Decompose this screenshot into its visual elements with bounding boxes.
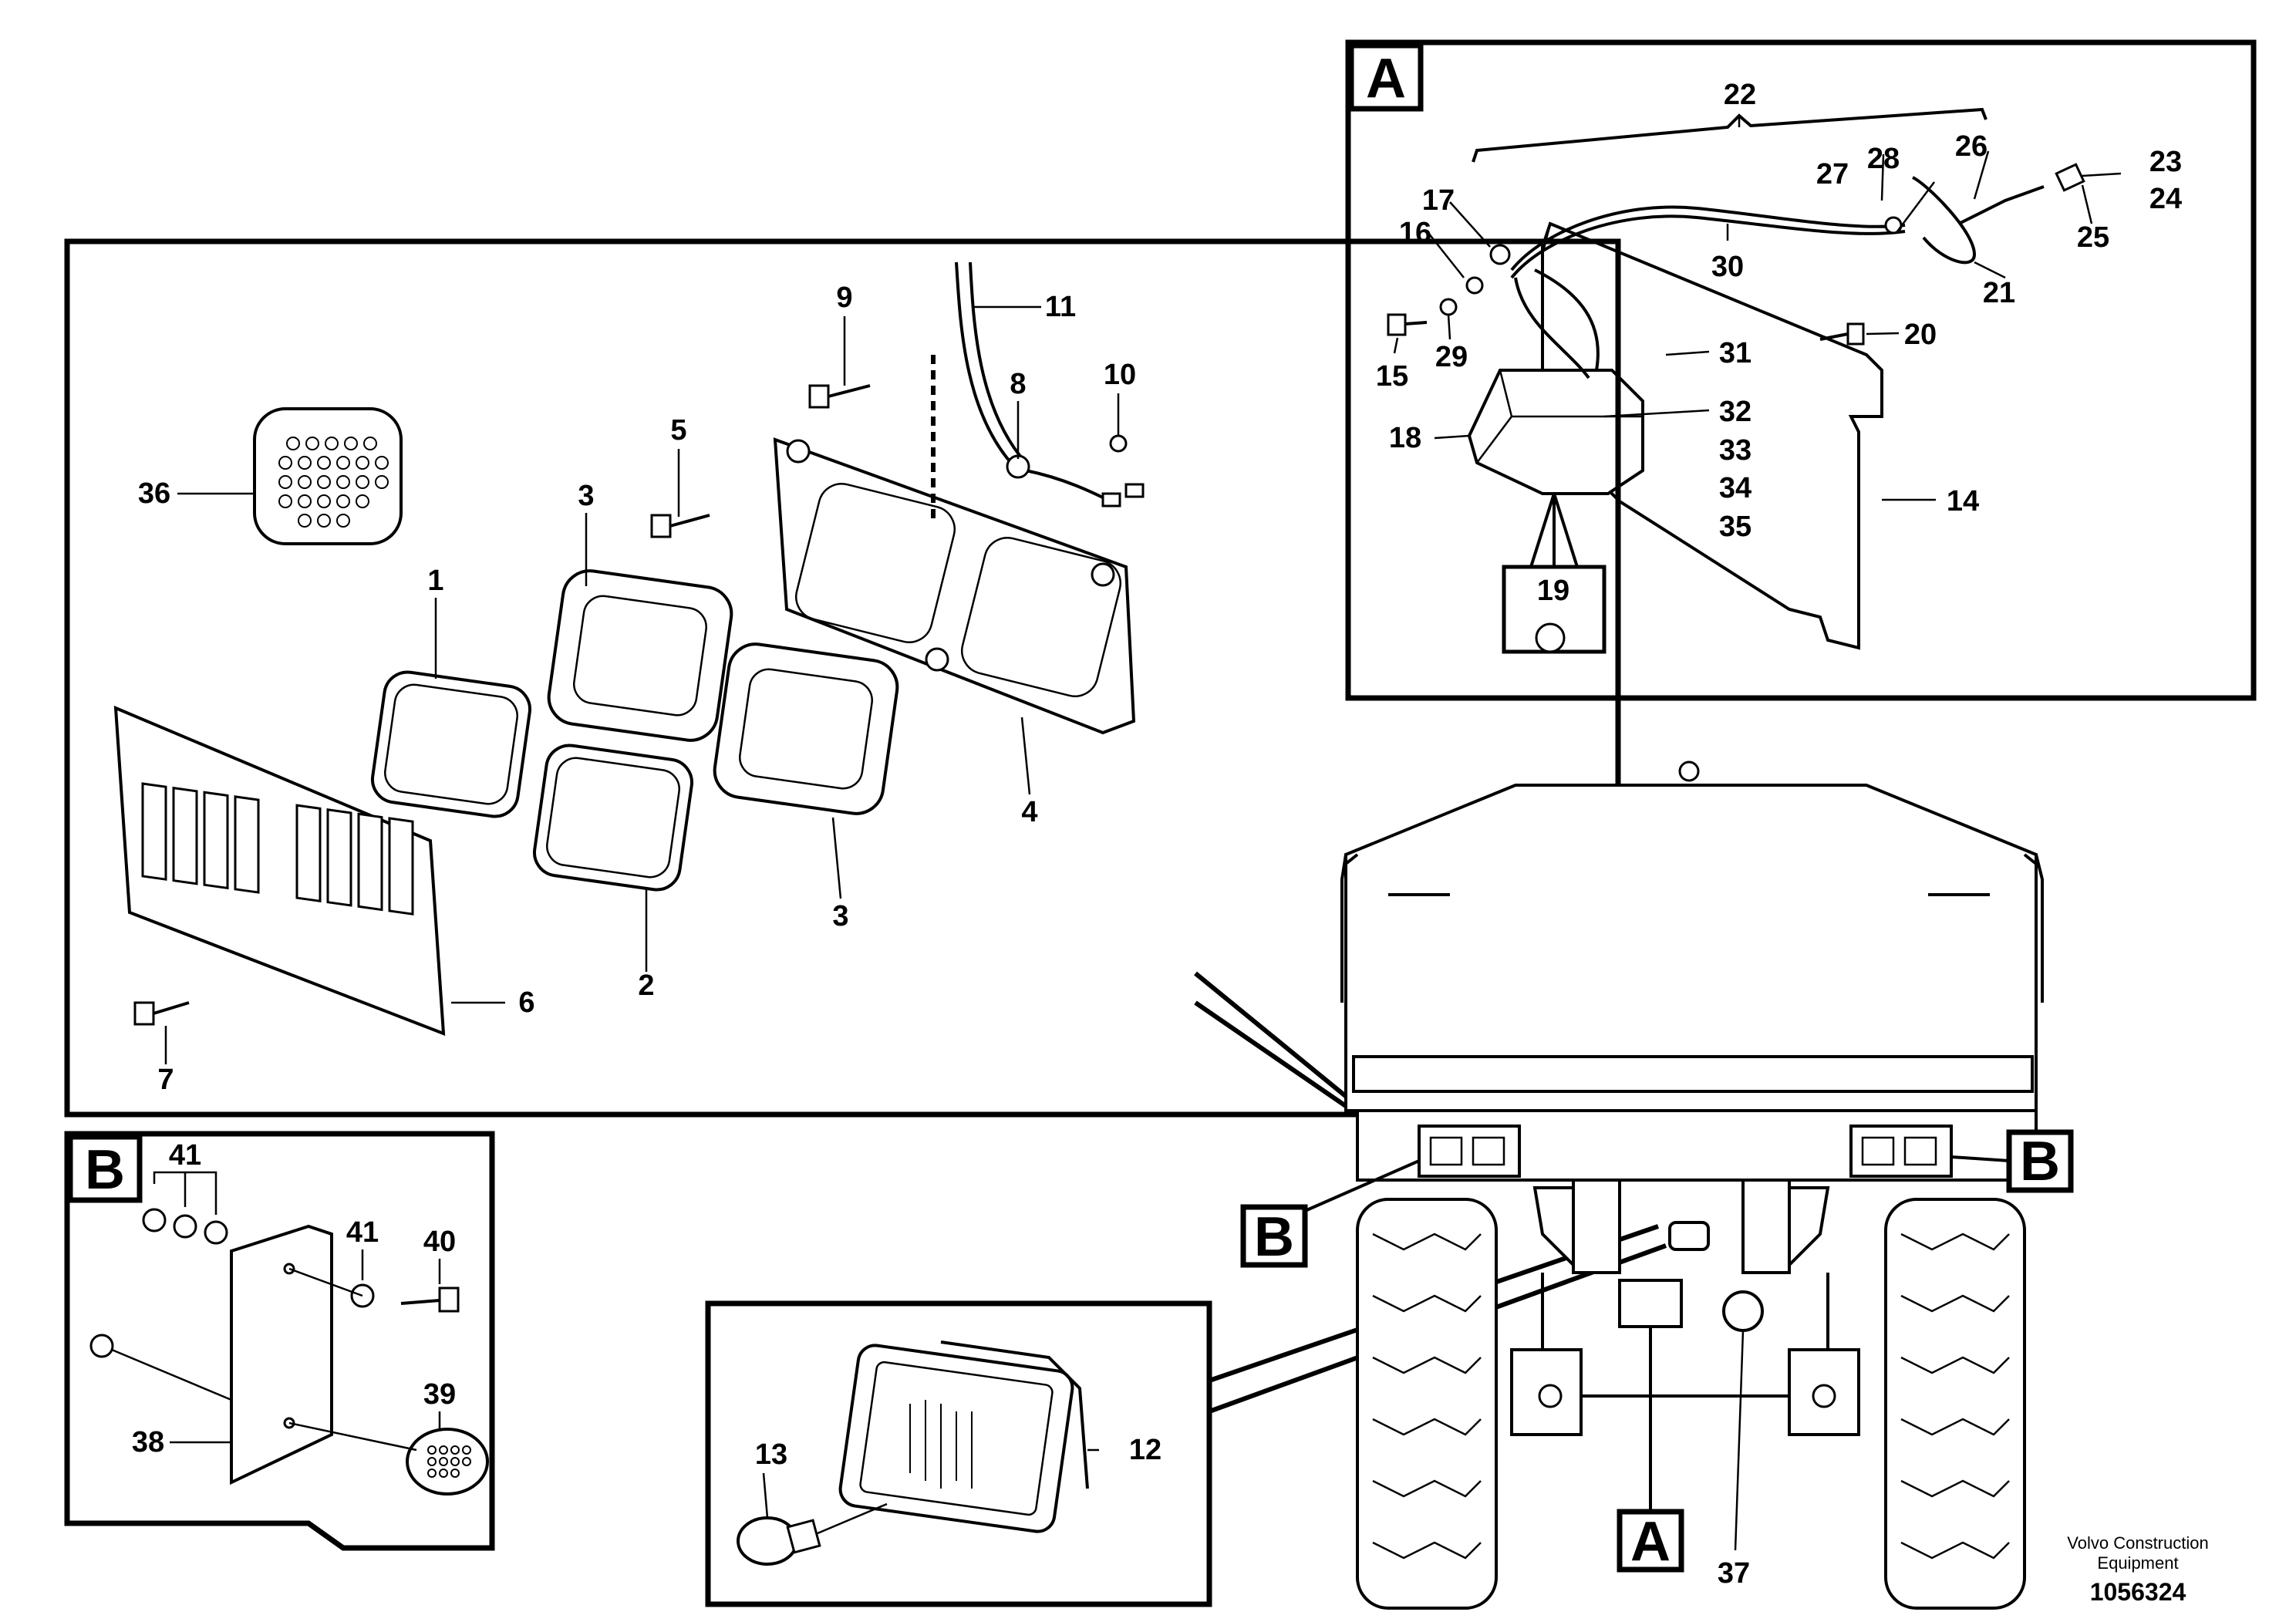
grommet-17 bbox=[1489, 244, 1511, 265]
screw-15 bbox=[1387, 313, 1407, 336]
callout-13: 13 bbox=[755, 1438, 787, 1471]
callout-30: 30 bbox=[1711, 251, 1744, 283]
callout-39: 39 bbox=[423, 1378, 456, 1411]
callout-17: 17 bbox=[1422, 184, 1455, 217]
tail-lamp-right bbox=[1849, 1125, 1953, 1178]
tail-lamp-panel: 36 1 3 5 9 8 10 11 4 3 2 6 7 bbox=[64, 238, 1621, 1132]
detail-b-marker-left: B bbox=[1254, 1206, 1294, 1268]
gasket-3-upper bbox=[547, 569, 733, 742]
callout-14: 14 bbox=[1947, 485, 1979, 518]
tread-right bbox=[1900, 1233, 2010, 1560]
clip-8 bbox=[1006, 454, 1030, 479]
callout-38: 38 bbox=[132, 1426, 164, 1458]
callout-6: 6 bbox=[518, 986, 534, 1019]
front-grille-plate-6 bbox=[113, 705, 446, 1036]
work-lamp-housing bbox=[1618, 1279, 1683, 1328]
callout-33: 33 bbox=[1719, 434, 1752, 467]
callout-7: 7 bbox=[157, 1064, 174, 1096]
screw-5 bbox=[650, 514, 672, 538]
callout-22: 22 bbox=[1724, 79, 1756, 111]
lens-2 bbox=[532, 744, 694, 892]
callout-15: 15 bbox=[1376, 360, 1408, 393]
callout-18: 18 bbox=[1389, 422, 1421, 454]
callout-9: 9 bbox=[836, 282, 852, 314]
washer-41-2 bbox=[173, 1214, 197, 1239]
callout-41-right: 41 bbox=[346, 1216, 379, 1249]
detail-a-panel: A bbox=[1345, 39, 2257, 701]
drawing-credits: Volvo Construction Equipment 1056324 bbox=[2067, 1533, 2208, 1606]
detail-b-label: B bbox=[85, 1139, 125, 1201]
callout-24: 24 bbox=[2149, 183, 2182, 215]
bulb-13 bbox=[737, 1516, 798, 1566]
callout-23: 23 bbox=[2149, 146, 2182, 178]
screw-20 bbox=[1846, 322, 1865, 346]
callout-21: 21 bbox=[1983, 277, 2015, 309]
lens-1 bbox=[370, 670, 532, 818]
machine-rear-view: B B A 37 bbox=[1240, 760, 2074, 1610]
callout-25: 25 bbox=[2077, 221, 2109, 254]
callout-19: 19 bbox=[1537, 575, 1569, 607]
callout-36: 36 bbox=[138, 477, 170, 510]
screw-9 bbox=[808, 384, 830, 409]
callout-26: 26 bbox=[1955, 130, 1988, 163]
callout-27: 27 bbox=[1816, 158, 1849, 191]
grille-slots bbox=[141, 782, 414, 916]
bolt-40 bbox=[438, 1286, 460, 1313]
callout-3-lower: 3 bbox=[832, 900, 848, 932]
cable-30 bbox=[1510, 205, 1906, 271]
callout-29: 29 bbox=[1435, 341, 1468, 373]
grille-holes bbox=[278, 437, 389, 528]
callout-31: 31 bbox=[1719, 337, 1752, 369]
callout-34: 34 bbox=[1719, 472, 1752, 504]
credit-line-1: Volvo Construction bbox=[2067, 1533, 2208, 1553]
callout-16: 16 bbox=[1399, 217, 1431, 249]
callout-2: 2 bbox=[638, 969, 654, 1002]
mounting-plate-4 bbox=[773, 437, 1136, 735]
callout-5: 5 bbox=[670, 414, 686, 447]
callout-28: 28 bbox=[1867, 143, 1900, 175]
callout-12: 12 bbox=[1129, 1434, 1161, 1466]
wheel-left bbox=[1356, 1198, 1498, 1610]
callout-32: 32 bbox=[1719, 396, 1752, 428]
detail-b-marker-right: B bbox=[2020, 1131, 2060, 1192]
detail-b-panel: B 41 41 40 39 bbox=[64, 1131, 495, 1551]
nut-10 bbox=[1109, 434, 1128, 453]
cable-11 bbox=[955, 261, 1020, 472]
washer-41-3 bbox=[204, 1220, 228, 1245]
tread-left bbox=[1372, 1233, 1482, 1560]
tail-lamp-left bbox=[1418, 1125, 1521, 1178]
connector-23 bbox=[2055, 163, 2085, 192]
detail-a-marker: A bbox=[1630, 1511, 1671, 1573]
callout-41-left: 41 bbox=[169, 1139, 201, 1172]
reflector-bracket-38 bbox=[230, 1224, 333, 1485]
washer-41-1 bbox=[142, 1208, 167, 1233]
bulb-19 bbox=[1535, 622, 1566, 653]
detail-a-label: A bbox=[1366, 48, 1406, 110]
callout-35: 35 bbox=[1719, 511, 1752, 543]
callout-11: 11 bbox=[1045, 291, 1076, 323]
drawing-number: 1056324 bbox=[2090, 1578, 2186, 1606]
callout-4: 4 bbox=[1021, 796, 1037, 828]
wheel-right bbox=[1884, 1198, 2026, 1610]
credit-line-2: Equipment bbox=[2097, 1553, 2178, 1573]
washer-29 bbox=[1439, 298, 1458, 316]
callout-1: 1 bbox=[427, 565, 443, 597]
callout-20: 20 bbox=[1904, 319, 1937, 351]
callout-3-upper: 3 bbox=[578, 480, 594, 512]
nut-16 bbox=[1465, 276, 1484, 295]
gasket-3-lower bbox=[713, 642, 899, 815]
callout-8: 8 bbox=[1010, 368, 1026, 400]
callout-37: 37 bbox=[1718, 1557, 1750, 1590]
license-plate-lamp bbox=[1467, 369, 1644, 495]
screw-7 bbox=[133, 1001, 155, 1026]
callout-40: 40 bbox=[423, 1226, 456, 1258]
callout-10: 10 bbox=[1104, 359, 1136, 391]
